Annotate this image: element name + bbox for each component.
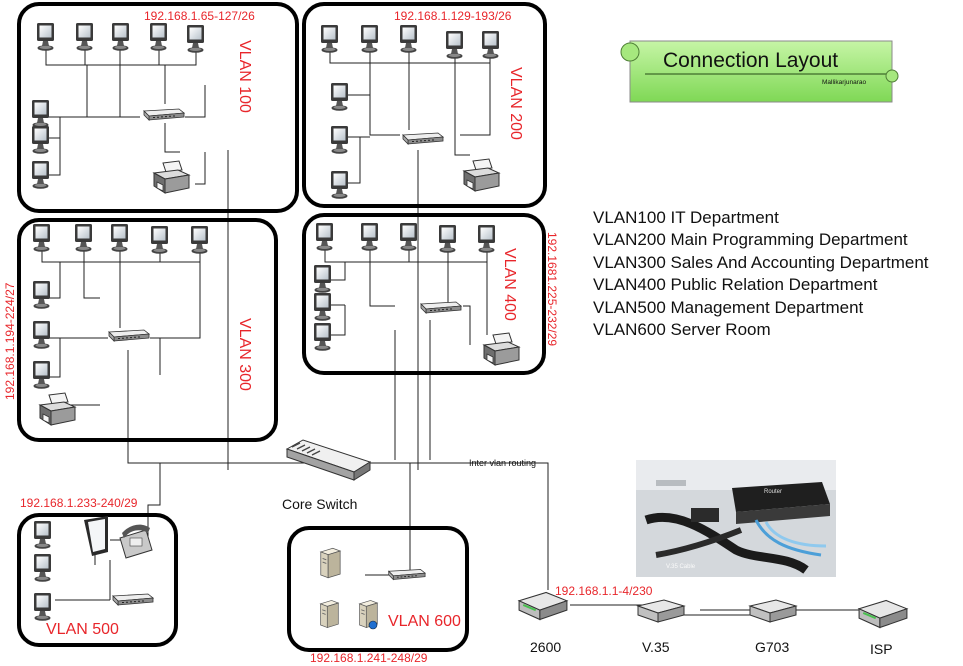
printer-icon [463,158,500,192]
monitor-icon [32,126,49,154]
vlan500-subnet: 192.168.1.233-240/29 [20,496,138,510]
legend-item: VLAN500 Management Department [593,297,864,317]
title-box: Connection Layout Mallikarjunarao [620,40,899,103]
monitor-icon [33,321,50,349]
vlan400-subnet: 192.1681.225-232/29 [545,232,559,346]
photo-cable-label: V.35 Cable [666,564,696,570]
legend-item: VLAN400 Public Relation Department [593,275,878,295]
server-icon [320,599,339,629]
monitor-icon [33,224,50,252]
router-subnet: 192.168.1.1-4/230 [555,584,653,598]
tablet-icon [84,516,108,556]
legend-item: VLAN600 Server Room [593,320,771,340]
monitor-icon [439,225,456,253]
monitor-icon [361,25,378,53]
monitor-icon [482,31,499,59]
vlan100-box [17,2,299,213]
device-v35-label: V.35 [642,639,670,655]
hub-icon [402,132,444,145]
vlan300-label: VLAN 300 [236,318,253,391]
device-g703-label: G703 [755,639,789,655]
hub-icon [143,108,185,121]
monitor-icon [32,161,49,189]
vlan300-box [17,218,278,442]
legend-item: VLAN100 IT Department [593,208,779,227]
monitor-icon [314,265,331,293]
monitor-icon [331,171,348,199]
monitor-icon [361,223,378,251]
monitor-icon [446,31,463,59]
monitor-icon [34,593,51,621]
core-switch-label: Core Switch [282,496,357,512]
core-switch-icon [285,439,372,481]
title-author: Mallikarjunarao [822,79,866,86]
printer-icon [153,160,190,194]
monitor-icon [187,25,204,53]
hub-icon [420,301,462,314]
monitor-icon [151,226,168,254]
v35-icon [637,599,685,623]
vlan200-label: VLAN 200 [507,67,524,140]
monitor-icon [400,223,417,251]
monitor-icon [316,223,333,251]
monitor-icon [37,23,54,51]
monitor-icon [478,225,495,253]
legend-item: VLAN300 Sales And Accounting Department [593,252,929,272]
vlan400-label: VLAN 400 [501,248,518,321]
monitor-icon [400,25,417,53]
router-photo: Router V.35 Cable [636,460,836,577]
connection-lines [41,46,860,616]
monitor-icon [331,126,348,154]
page-title: Connection Layout [663,49,838,72]
monitor-icon [314,293,331,321]
router-photo-art: Router V.35 Cable [636,460,836,577]
vlan500-label: VLAN 500 [46,621,119,638]
monitor-icon [34,554,51,582]
vlan600-label: VLAN 600 [388,613,461,630]
printers [39,158,520,426]
monitor-icon [75,224,92,252]
isp-icon [858,599,908,629]
monitor-icon [314,323,331,351]
vlan-legend: VLAN100 IT Department VLAN200 Main Progr… [593,207,963,341]
vlan600-subnet: 192.168.1.241-248/29 [310,651,428,665]
vlan100-label: VLAN 100 [236,40,253,113]
vlan500-box [17,513,178,647]
printer-icon [483,332,520,366]
servers [320,547,378,630]
vlan400-box [302,213,546,375]
vlan600-box [287,526,469,652]
hub-icon [112,593,154,606]
monitor-icon [34,521,51,549]
vlan300-subnet: 192.168.1.194-224/27 [3,282,17,400]
monitor-icon [76,23,93,51]
photo-router-label: Router [764,489,782,495]
printer-icon [39,392,76,426]
globe-icon [368,620,378,630]
monitor-icon [321,25,338,53]
monitor-icon [33,361,50,389]
monitor-icon [111,224,128,252]
monitor-icon [32,100,49,128]
legend-item: VLAN200 Main Programming Department [593,230,908,250]
phone-icon [119,524,153,559]
labels: VLAN 100 VLAN 200 VLAN 300 VLAN 400 VLAN… [3,9,893,665]
inter-vlan-label: Inter vlan routing [469,458,536,468]
hub-icon [388,568,426,580]
g703-icon [749,599,797,623]
monitor-icon [150,23,167,51]
monitor-icon [33,281,50,309]
device-2600-label: 2600 [530,639,561,655]
hub-icon [108,329,150,342]
vlan100-subnet: 192.168.1.65-127/26 [144,9,255,23]
vlan200-box [302,2,547,208]
monitor-icon [191,226,208,254]
vlan200-subnet: 192.168.1.129-193/26 [394,9,512,23]
monitor-icon [112,23,129,51]
device-isp-label: ISP [870,641,893,657]
vlan-boxes [17,2,547,652]
monitor-icon [331,83,348,111]
server-icon [320,547,341,579]
